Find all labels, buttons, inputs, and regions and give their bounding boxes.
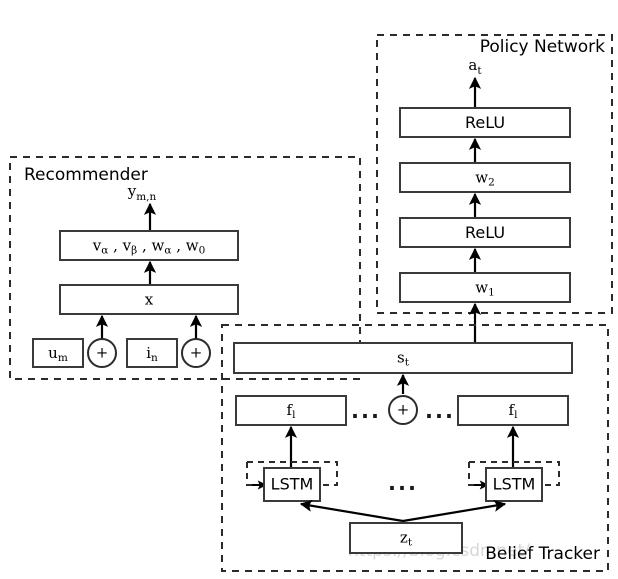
recommender-item-label: in — [146, 344, 158, 364]
lstm-right-recurrent-loop — [469, 461, 560, 486]
recommender-params-box — [59, 230, 239, 261]
recommender-item-plus-node — [181, 338, 211, 368]
group-recommender: Recommender ym,n vα , vβ , wα , w0 x um … — [9, 156, 361, 380]
policy-output-label: at — [468, 56, 482, 77]
belief-lstm-left-label: LSTM — [271, 475, 314, 494]
recommender-output-label: ym,n — [127, 182, 157, 203]
belief-ellipsis-right: ... — [425, 399, 455, 423]
recommender-user-plus-label: + — [96, 344, 109, 362]
recommender-user-label: um — [48, 344, 68, 364]
belief-observation-box — [349, 522, 463, 554]
policy-layer-relu-top — [399, 107, 571, 138]
belief-tracker-boundary — [221, 324, 609, 572]
recommender-item-plus-label: + — [190, 344, 203, 362]
belief-lstm-left — [263, 467, 321, 502]
belief-tracker-title: Belief Tracker — [485, 544, 600, 564]
policy-layer-relu-bottom — [399, 217, 571, 248]
recommender-x-box — [59, 284, 239, 315]
group-belief-tracker: https://blog.csdn.net/ Belief Tracker st… — [221, 324, 609, 572]
recommender-title: Recommender — [24, 165, 148, 185]
belief-lstm-right-label: LSTM — [493, 475, 536, 494]
belief-ellipsis-left: ... — [351, 399, 381, 423]
recommender-user-box — [32, 338, 84, 368]
lstm-right-loop-entry — [468, 462, 481, 486]
belief-sum-label: + — [397, 401, 410, 419]
belief-ellipsis-lstm: ... — [388, 471, 418, 495]
lstm-left-recurrent-loop — [247, 461, 338, 486]
belief-feature-box-right — [457, 395, 569, 426]
arrow-observation-to-lstm-left — [299, 499, 404, 523]
policy-layer-relu-bottom-label: ReLU — [465, 223, 505, 242]
policy-layer-relu-top-label: ReLU — [465, 113, 505, 132]
belief-feature-right-label: fl — [509, 401, 519, 421]
belief-feature-box-left — [235, 395, 347, 426]
recommender-item-box — [126, 338, 178, 368]
policy-layer-w2 — [399, 162, 571, 193]
belief-lstm-right — [485, 467, 543, 502]
policy-layer-w2-label: w2 — [475, 169, 495, 189]
belief-feature-left-label: fl — [287, 401, 297, 421]
policy-network-title: Policy Network — [480, 37, 605, 57]
policy-network-boundary — [376, 34, 613, 314]
recommender-user-plus-node — [87, 338, 117, 368]
arrow-observation-to-lstm-right — [402, 499, 507, 523]
policy-layer-w1 — [399, 272, 571, 303]
belief-state-label: st — [397, 349, 410, 369]
recommender-params-label: vα , vβ , wα , w0 — [92, 237, 206, 257]
belief-state-box — [233, 342, 573, 374]
recommender-x-label: x — [145, 291, 154, 309]
recommender-boundary — [9, 156, 361, 380]
lstm-left-loop-entry — [246, 462, 259, 486]
policy-layer-w1-label: w1 — [475, 279, 495, 299]
belief-observation-label: zt — [400, 529, 413, 549]
group-policy-network: Policy Network at ReLU w2 ReLU w1 — [376, 34, 613, 314]
belief-sum-node — [388, 395, 418, 425]
